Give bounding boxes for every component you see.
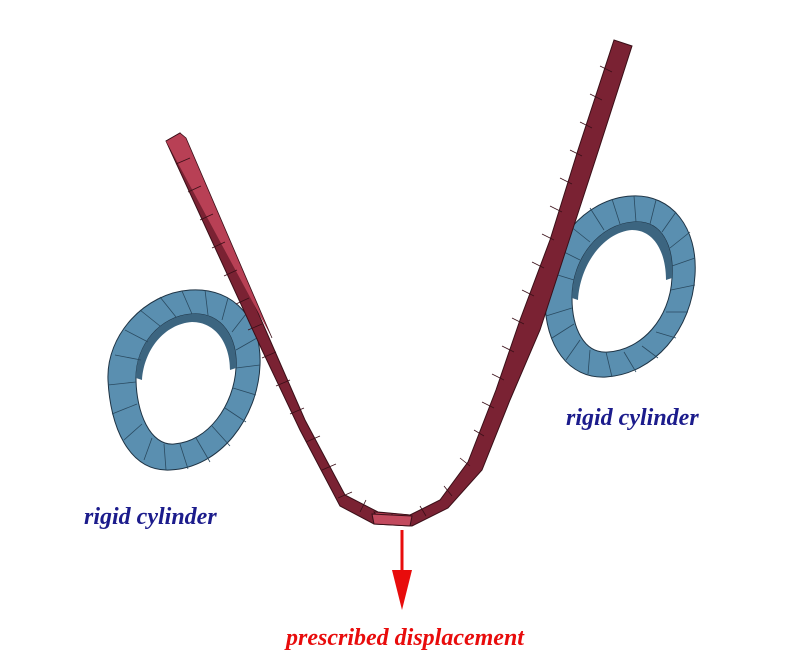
right-cylinder-inner-face xyxy=(572,221,673,300)
left-rigid-cylinder xyxy=(107,289,261,471)
left-cylinder-segments xyxy=(107,289,261,471)
beam-bottom-element xyxy=(371,513,413,527)
arrow-head xyxy=(392,570,412,610)
left-cylinder-inner-face xyxy=(136,313,237,380)
right-cylinder-segments xyxy=(545,195,696,378)
right-cylinder-label: rigid cylinder xyxy=(566,405,699,431)
displacement-label: prescribed displacement xyxy=(284,625,525,651)
displacement-arrow xyxy=(392,530,412,610)
left-cylinder-label: rigid cylinder xyxy=(84,504,217,530)
deformed-beam xyxy=(165,39,633,527)
right-rigid-cylinder xyxy=(544,195,696,378)
